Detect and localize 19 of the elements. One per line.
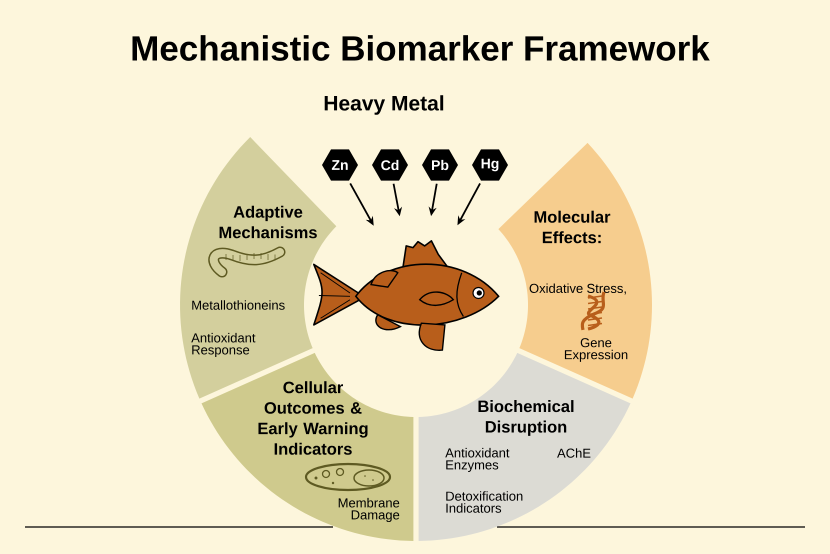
item-text: Antioxidant Response [191,332,256,358]
item-text: Gene Expression [564,338,628,362]
item-text: Metallothioneins [192,300,285,310]
item-text: Antioxidant Enzymes [445,448,510,472]
title: Mechanistic Biomarker Framework [132,35,710,61]
ring-segment [498,142,652,399]
segment-heading: Biochemical Disruption [478,400,574,436]
subtitle: Heavy Metal [324,95,444,115]
segment-heading: Molecular Effects: [534,210,610,244]
element-hexagon: Pb [422,149,458,181]
item-text: Detoxification Indicators [446,491,522,513]
item-text: AChE [557,448,590,458]
item-text: Membrane Damage [338,498,400,522]
segment-heading: Adaptive Mechanisms [220,206,317,238]
segment-heading: Cellular Outcomes & Early Warning Indicators [258,381,368,455]
item-text: Oxidative Stress, [530,283,626,295]
element-hexagon: Hg [472,149,508,181]
element-hexagon: Cd [372,149,408,181]
element-hexagon: Zn [322,149,358,181]
